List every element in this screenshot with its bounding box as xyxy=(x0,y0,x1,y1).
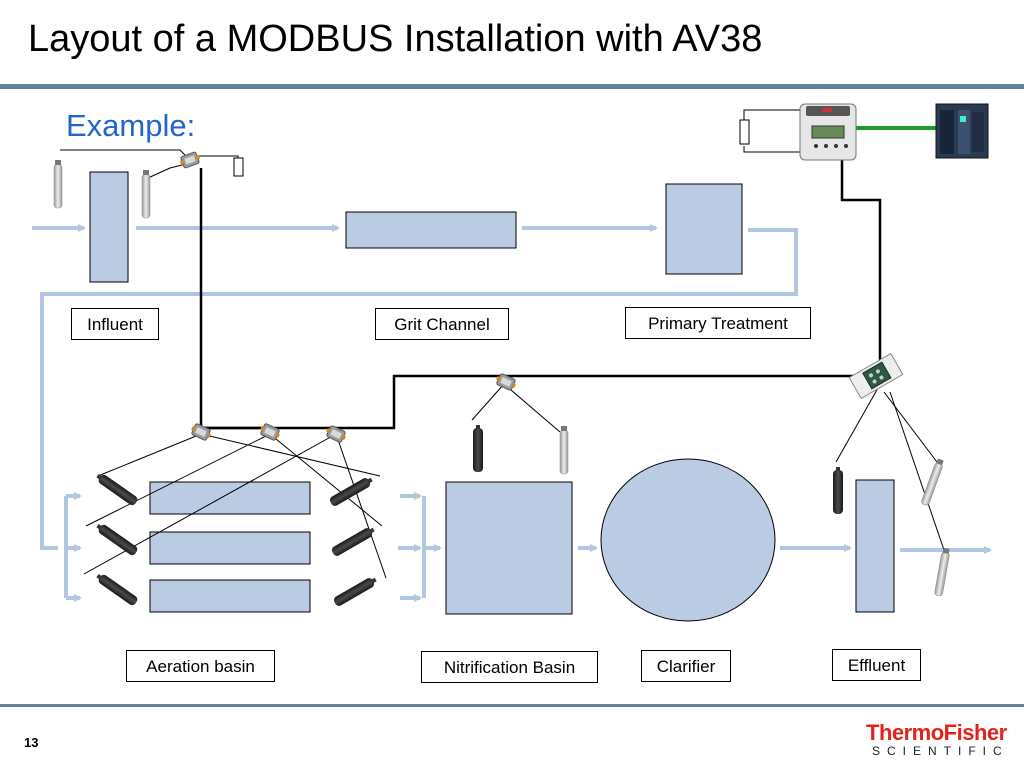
aeration-probe-left-3 xyxy=(94,571,139,607)
effluent-tank xyxy=(855,479,895,613)
label-primary-treatment: Primary Treatment xyxy=(625,307,811,339)
effluent-probe xyxy=(833,467,843,514)
label-grit-channel: Grit Channel xyxy=(375,308,509,340)
aeration-probe-right-2 xyxy=(330,525,377,558)
aeration-probe-left-1 xyxy=(94,471,139,507)
effluent-sensor-2 xyxy=(933,547,951,597)
nitrification-probe xyxy=(473,425,483,472)
label-effluent: Effluent xyxy=(832,649,921,681)
label-influent: Influent xyxy=(71,308,159,340)
terminator-resistor-av38 xyxy=(739,119,750,145)
aeration-probe-right-1 xyxy=(328,475,375,508)
aeration-lane-2 xyxy=(149,531,311,565)
nitrification-tank xyxy=(445,481,573,615)
title-divider xyxy=(0,84,1024,89)
effluent-sensor-1 xyxy=(920,457,946,507)
clarifier-tank xyxy=(600,458,776,622)
page-number: 13 xyxy=(24,735,39,750)
scientific-wordmark: SCIENTIFIC xyxy=(872,744,1009,758)
slide-title: Layout of a MODBUS Installation with AV3… xyxy=(28,18,763,60)
terminator-resistor-top xyxy=(233,157,244,177)
footer-divider xyxy=(0,704,1024,707)
av38-controller xyxy=(799,103,857,161)
influent-sensor-1 xyxy=(53,159,63,209)
plc-device xyxy=(935,103,989,159)
junction-box-influent xyxy=(178,150,202,170)
aeration-lane-1 xyxy=(149,481,311,515)
influent-tank xyxy=(89,171,129,283)
effluent-terminal-box xyxy=(848,352,904,400)
aeration-probe-left-2 xyxy=(94,521,139,557)
label-nitrification-basin: Nitrification Basin xyxy=(421,651,598,683)
label-clarifier: Clarifier xyxy=(641,650,731,682)
junction-box-aeration-1 xyxy=(188,421,214,443)
influent-sensor-2 xyxy=(141,169,151,219)
modbus-bus-cable xyxy=(199,160,882,430)
grit-channel-tank xyxy=(345,211,517,249)
label-aeration-basin: Aeration basin xyxy=(126,650,275,682)
thermo-fisher-logo: ThermoFisher xyxy=(866,720,1007,745)
junction-box-aeration-2 xyxy=(257,421,283,443)
tanks xyxy=(89,171,895,622)
example-heading: Example: xyxy=(66,108,196,143)
aeration-lane-3 xyxy=(149,579,311,613)
nitrification-sensor xyxy=(559,425,569,475)
aeration-probe-right-3 xyxy=(332,575,379,608)
primary-treatment-tank xyxy=(665,183,743,275)
